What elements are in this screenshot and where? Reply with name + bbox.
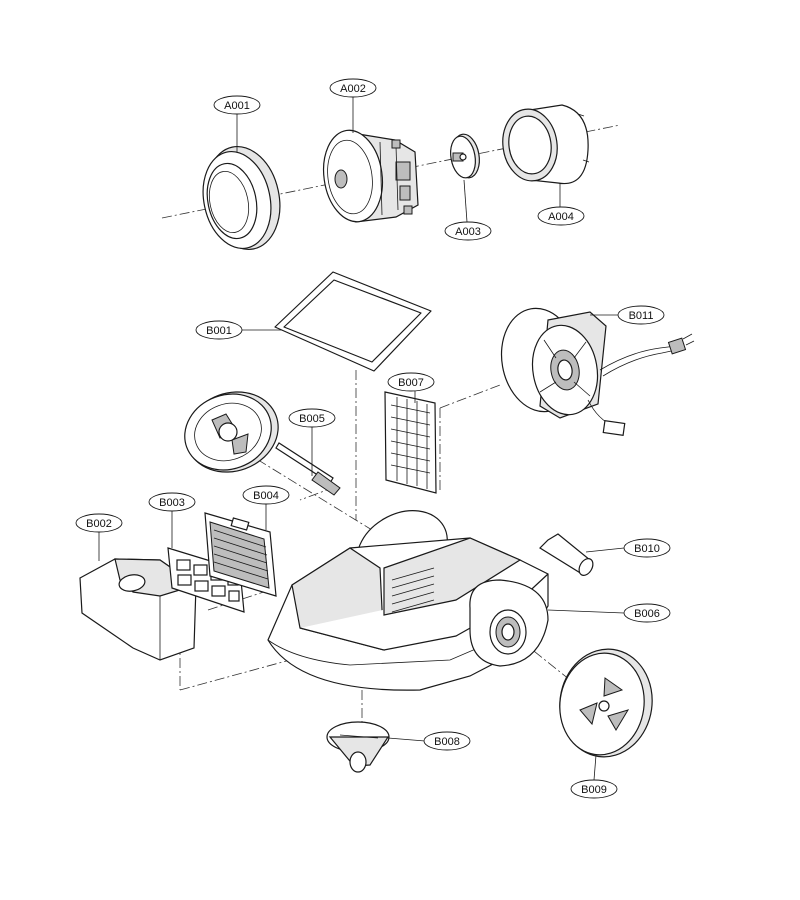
part-a001-front-ring — [202, 145, 281, 251]
callout-b007: B007 — [387, 372, 435, 392]
callout-label-b010: B010 — [634, 543, 660, 555]
callout-oval — [423, 731, 471, 751]
callout-b001: B001 — [195, 320, 243, 340]
callout-label-a002: A002 — [340, 83, 366, 95]
callout-oval — [444, 221, 492, 241]
callout-label-b011: B011 — [629, 310, 654, 322]
callout-a004: A004 — [537, 206, 585, 226]
callout-label-b009: B009 — [581, 784, 607, 796]
callout-b004: B004 — [242, 485, 290, 505]
callout-a001: A001 — [213, 95, 261, 115]
callout-a003: A003 — [444, 221, 492, 241]
callout-b011: B011 — [617, 305, 665, 325]
callout-label-b008: B008 — [434, 736, 460, 748]
callout-oval — [148, 492, 196, 512]
callout-b010: B010 — [623, 538, 671, 558]
part-b004-pleated-filter — [204, 512, 277, 597]
part-b009-wheel — [559, 648, 653, 758]
callout-label-b001: B001 — [206, 325, 232, 337]
callout-label-a003: A003 — [455, 226, 481, 238]
callout-label-a001: A001 — [224, 100, 250, 112]
callout-b009: B009 — [570, 779, 618, 799]
part-b008-caster-wheel — [326, 721, 390, 773]
part-a003-fan-disc — [450, 133, 480, 179]
callout-oval — [329, 78, 377, 98]
part-b007-filter-grid — [384, 391, 437, 494]
part-b001-gasket — [274, 271, 432, 372]
part-b005-brush-tool — [275, 442, 341, 496]
callout-oval — [195, 320, 243, 340]
callout-oval — [570, 779, 618, 799]
callout-label-b003: B003 — [159, 497, 185, 509]
callout-label-b002: B002 — [86, 518, 112, 530]
leader-lines — [98, 96, 625, 781]
callout-b002: B002 — [75, 513, 123, 533]
callout-oval — [617, 305, 665, 325]
callout-oval — [75, 513, 123, 533]
callout-b008: B008 — [423, 731, 471, 751]
part-b011-cord-reel — [500, 307, 695, 437]
callout-b005: B005 — [288, 408, 336, 428]
callout-b006: B006 — [623, 603, 671, 623]
part-b010-crevice-nozzle — [539, 533, 594, 576]
part-a004-cylinder-housing — [502, 104, 590, 185]
callout-oval — [242, 485, 290, 505]
callout-label-b006: B006 — [634, 608, 660, 620]
callout-label-b004: B004 — [253, 490, 279, 502]
part-a002-motor — [322, 129, 419, 223]
callout-oval — [288, 408, 336, 428]
callout-label-b005: B005 — [299, 413, 325, 425]
part-rear-wheel-cover — [184, 391, 279, 473]
callout-a002: A002 — [329, 78, 377, 98]
callout-oval — [623, 538, 671, 558]
callout-oval — [213, 95, 261, 115]
callout-label-a004: A004 — [548, 211, 574, 223]
callout-oval — [623, 603, 671, 623]
part-b006-main-body — [267, 510, 549, 691]
callout-oval — [387, 372, 435, 392]
callout-b003: B003 — [148, 492, 196, 512]
callout-oval — [537, 206, 585, 226]
callout-label-b007: B007 — [398, 377, 424, 389]
